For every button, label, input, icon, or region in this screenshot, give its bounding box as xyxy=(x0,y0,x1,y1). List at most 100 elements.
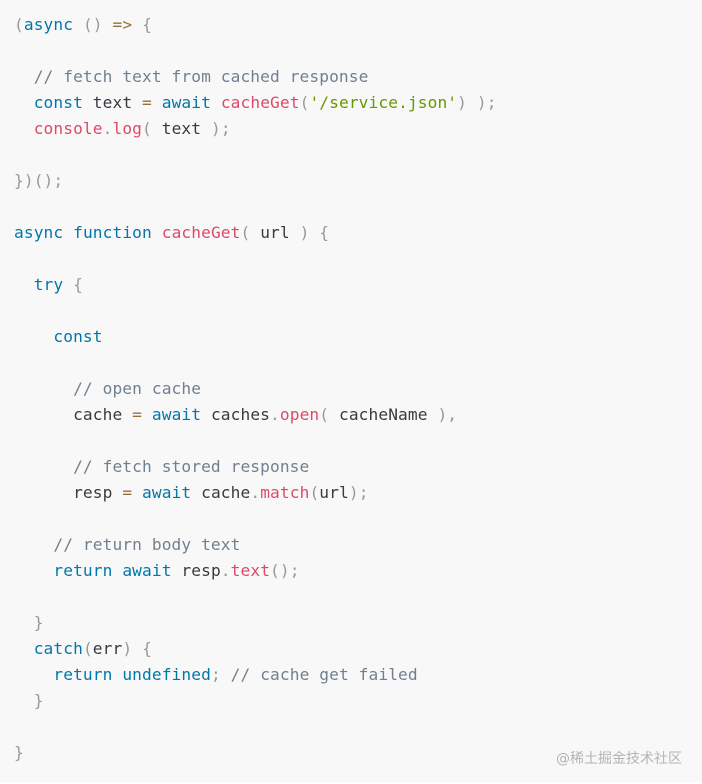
watermark-label: @稀土掘金技术社区 xyxy=(556,751,682,767)
code-token-punct: ); xyxy=(210,119,231,138)
code-token-default xyxy=(14,93,34,112)
code-token-default: resp xyxy=(171,561,221,580)
code-token-default xyxy=(14,535,53,554)
code-token-punct: . xyxy=(220,561,231,580)
code-line: } xyxy=(14,740,702,766)
code-token-punct: ( xyxy=(299,93,310,112)
code-token-punct: ) xyxy=(457,93,467,112)
code-token-default: text xyxy=(151,119,211,138)
code-token-default: cache xyxy=(14,405,133,424)
code-line xyxy=(14,714,702,740)
code-token-operator: = xyxy=(142,93,152,112)
code-token-punct: ( xyxy=(82,639,93,658)
code-token-operator: => xyxy=(112,15,133,34)
code-token-keyword: await xyxy=(151,405,202,424)
code-token-default xyxy=(14,639,34,658)
code-token-default xyxy=(73,15,83,34)
code-token-default xyxy=(103,15,113,34)
code-token-punct: ), xyxy=(437,405,458,424)
code-line: return await resp.text(); xyxy=(14,558,702,584)
code-line xyxy=(14,584,702,610)
code-line xyxy=(14,350,702,376)
code-token-punct: ( xyxy=(14,15,24,34)
code-line: })(); xyxy=(14,168,702,194)
code-token-default: url xyxy=(319,483,349,502)
code-token-punct: { xyxy=(73,275,83,294)
code-token-keyword: return xyxy=(53,665,113,684)
code-token-default: text xyxy=(82,93,143,112)
code-token-comment: // return body text xyxy=(53,535,241,554)
code-token-keyword: async xyxy=(23,15,74,34)
code-token-keyword: await xyxy=(161,93,211,112)
code-line xyxy=(14,38,702,64)
code-token-comment: // fetch stored response xyxy=(73,457,310,476)
code-token-comment: // cache get failed xyxy=(230,665,418,684)
code-token-default xyxy=(132,15,142,34)
code-token-string: '/service.json' xyxy=(309,93,458,112)
code-line: async function cacheGet( url ) { xyxy=(14,220,702,246)
code-token-keyword: async xyxy=(14,223,64,242)
code-line: resp = await cache.match(url); xyxy=(14,480,702,506)
code-token-default: cache xyxy=(191,483,251,502)
code-line: // fetch text from cached response xyxy=(14,64,702,90)
code-line: // open cache xyxy=(14,376,702,402)
code-token-default xyxy=(14,275,34,294)
code-line: cache = await caches.open( cacheName ), xyxy=(14,402,702,428)
code-token-default xyxy=(112,561,122,580)
code-line: console.log( text ); xyxy=(14,116,702,142)
code-token-default xyxy=(309,223,319,242)
code-token-default xyxy=(221,665,231,684)
code-token-keyword: await xyxy=(122,561,172,580)
code-token-punct: })(); xyxy=(14,171,64,190)
code-token-function: cacheGet xyxy=(161,223,241,242)
code-line: } xyxy=(14,610,702,636)
code-token-operator: = xyxy=(132,405,143,424)
code-token-comment: // open cache xyxy=(73,379,202,398)
code-token-default xyxy=(132,639,142,658)
code-token-default xyxy=(14,327,53,346)
code-token-keyword: try xyxy=(33,275,64,294)
code-content[interactable]: (async () => { // fetch text from cached… xyxy=(14,12,702,766)
code-token-function: console xyxy=(33,119,103,138)
code-line xyxy=(14,298,702,324)
code-token-default xyxy=(467,93,477,112)
code-token-default: err xyxy=(92,639,123,658)
code-token-punct: ( xyxy=(309,483,320,502)
code-line xyxy=(14,506,702,532)
code-line xyxy=(14,428,702,454)
code-line: try { xyxy=(14,272,702,298)
code-token-default xyxy=(211,93,221,112)
code-token-default: resp xyxy=(14,483,123,502)
code-token-default: cacheName xyxy=(329,405,438,424)
code-token-default xyxy=(152,223,162,242)
code-token-function: log xyxy=(112,119,143,138)
code-token-punct: ) xyxy=(122,639,133,658)
code-token-punct: ( xyxy=(240,223,251,242)
code-token-punct: ( xyxy=(319,405,330,424)
code-token-default xyxy=(14,379,73,398)
code-token-default xyxy=(14,613,34,632)
code-token-default: caches xyxy=(201,405,271,424)
code-token-function: match xyxy=(260,483,310,502)
code-token-punct: } xyxy=(14,743,24,762)
code-token-comment: // fetch text from cached response xyxy=(33,67,369,86)
code-token-default xyxy=(112,665,122,684)
code-token-punct: ( xyxy=(142,119,152,138)
code-token-default xyxy=(14,67,34,86)
code-token-punct: . xyxy=(250,483,261,502)
code-token-keyword: return xyxy=(53,561,113,580)
code-token-punct: ); xyxy=(476,93,497,112)
code-line xyxy=(14,194,702,220)
code-line xyxy=(14,142,702,168)
code-line: return undefined; // cache get failed xyxy=(14,662,702,688)
code-line xyxy=(14,246,702,272)
code-token-keyword: function xyxy=(73,223,152,242)
code-token-default xyxy=(152,93,162,112)
code-token-default: url xyxy=(250,223,300,242)
code-token-punct: } xyxy=(33,691,44,710)
code-line: // fetch stored response xyxy=(14,454,702,480)
code-token-keyword: await xyxy=(142,483,192,502)
code-token-default xyxy=(14,119,34,138)
code-line: // return body text xyxy=(14,532,702,558)
code-token-punct: ); xyxy=(348,483,369,502)
